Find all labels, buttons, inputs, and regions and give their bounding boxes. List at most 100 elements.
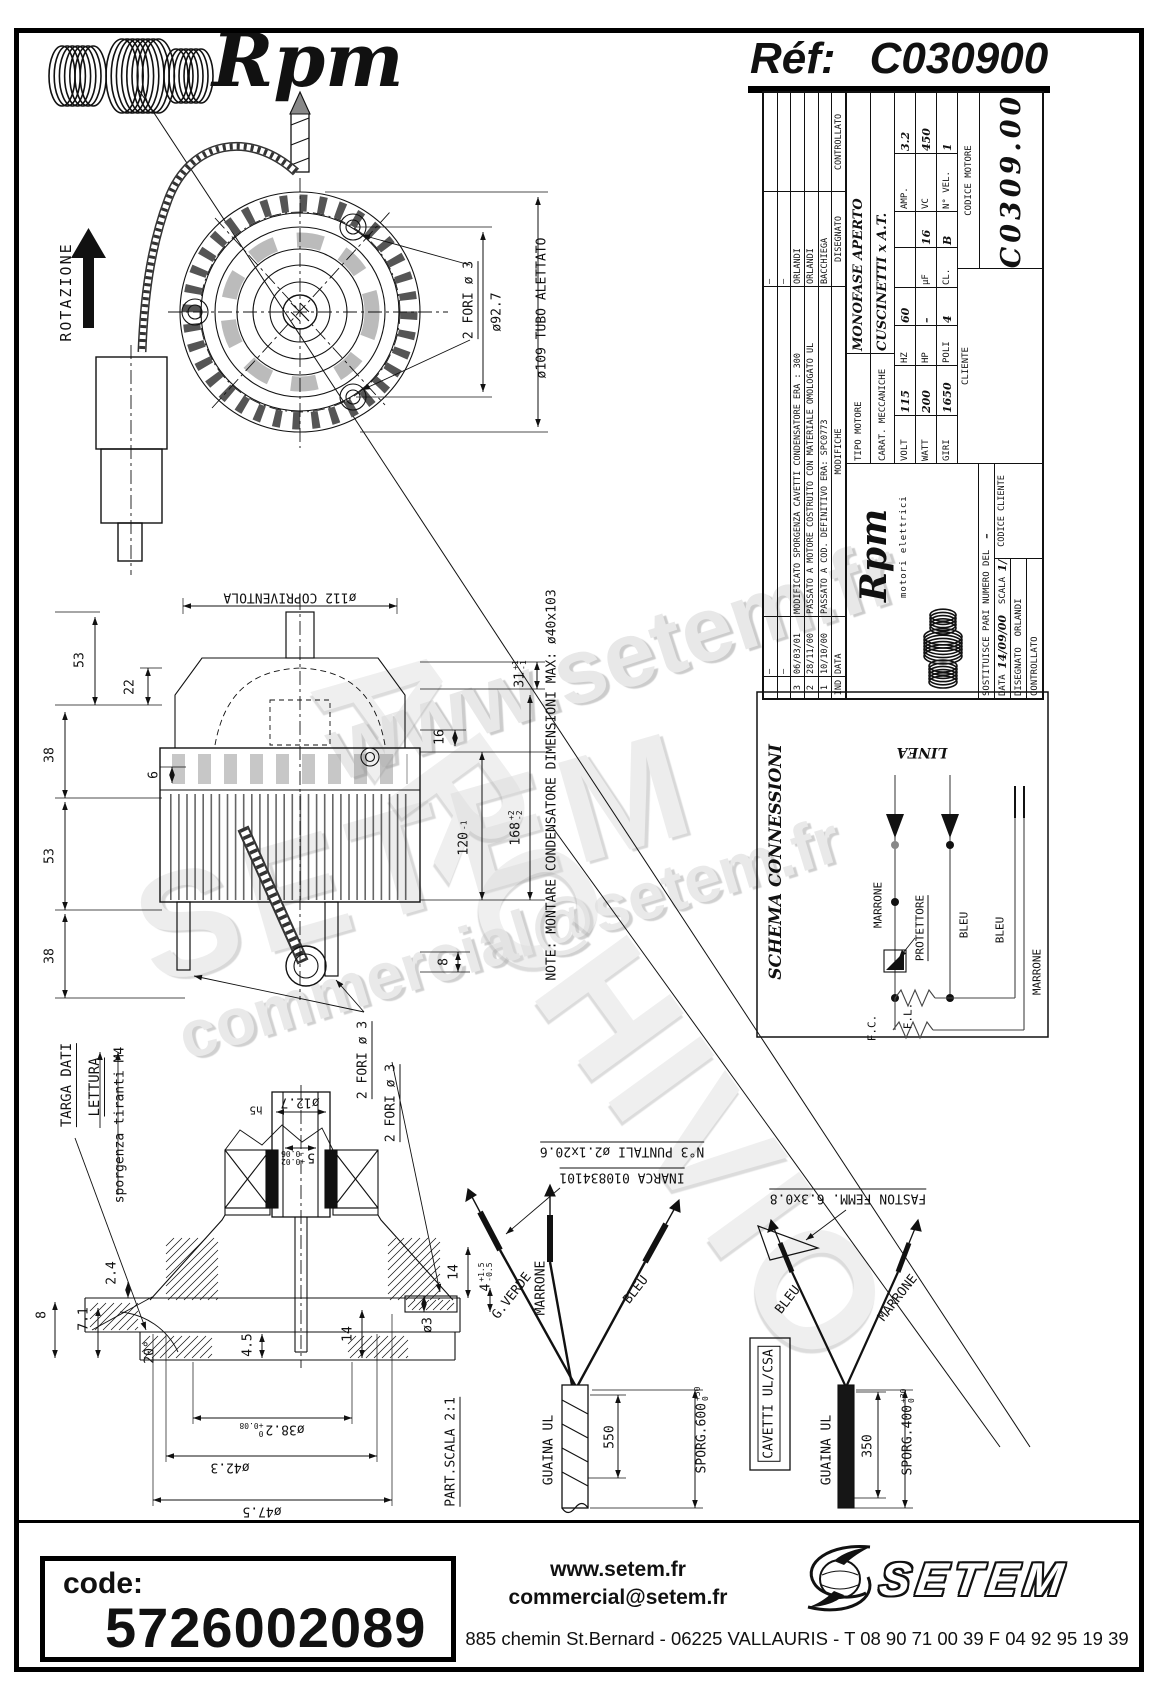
dim-d127-label: ø12.7 <box>280 1094 320 1110</box>
tipo-motore-value: MONOFASE APERTO <box>847 93 871 353</box>
part-scala-label: PART.SCALA 2:1 <box>443 1397 461 1507</box>
spec-value: 115 <box>895 365 916 415</box>
sporgenza-label: sporgenza tiranti M4 <box>112 1046 128 1204</box>
footer-site: www.setem.fr <box>550 1558 686 1581</box>
dim-24-label: 2.4 <box>104 1261 120 1285</box>
diagonal-line <box>136 86 1031 1448</box>
dim-53b-label: 53 <box>42 848 58 864</box>
spec-label: HP <box>916 325 937 365</box>
side-view-drawing <box>159 596 421 1000</box>
footer-divider <box>14 1520 1139 1523</box>
puntali-label: N°3 PUNTALI ø2.1x20.6 <box>539 1141 705 1159</box>
footer-email: commercial@setem.fr <box>508 1586 728 1609</box>
fori-side-label: 2 FORI ø 3 <box>355 1020 373 1100</box>
dim-6-label: 6 <box>146 771 162 779</box>
spec-value: 3.2 <box>895 93 916 153</box>
spec-value: 450 <box>916 93 937 153</box>
disegnato-row: DISEGNATO ORLANDI <box>1011 558 1027 698</box>
schema-title: SCHEMA CONNESSIONI <box>766 744 786 980</box>
codice-cliente-cell: CODICE CLIENTE <box>995 463 1042 558</box>
schema-fc-label: F.C. <box>865 1014 879 1042</box>
targa-dati-label: TARGA DATI <box>59 1042 77 1128</box>
spec-label <box>895 247 916 287</box>
title-block-main: Rpm motori elettrici SOSTITUISCE PARI NU… <box>847 93 1042 698</box>
dim-h5-label: h5 <box>249 1103 263 1117</box>
brand-script: Rpm <box>212 18 404 104</box>
rotation-arrow <box>71 228 106 328</box>
spec-label: VC <box>916 153 937 211</box>
schema-marrone-right: MARRONE <box>1030 948 1044 996</box>
dim-4-label: 4+1.5-0.5 <box>477 1262 494 1292</box>
spec-value: 60 <box>895 287 916 325</box>
schema-marrone-left: MARRONE <box>871 881 885 929</box>
shaft-arrow <box>289 90 311 115</box>
dim-d109-label: ø109 TUBO ALETTATO <box>534 237 550 379</box>
dim-copriventola-label: ø112 COPRIVENTOLA <box>223 589 357 605</box>
dim-550-label: 550 <box>602 1425 618 1449</box>
note-label: NOTE: MONTARE CONDENSATORE DIMENSIONI MA… <box>544 589 560 981</box>
spec-label: AMP. <box>895 153 916 211</box>
spec-label: VOLT <box>895 415 916 463</box>
code-label: code: <box>63 1567 144 1600</box>
sostituisce-row: SOSTITUISCE PARI NUMERO DEL – <box>979 463 995 698</box>
side-cable <box>237 825 309 965</box>
spec-label: WATT <box>916 415 937 463</box>
fl-resistor <box>894 988 936 1008</box>
wire-marrone-left-label: MARRONE <box>533 1260 549 1316</box>
spec-value: B <box>937 211 958 247</box>
codice-motore-value: C0309.00 <box>995 93 1027 268</box>
dim-475-label: ø47.5 <box>242 1503 282 1519</box>
code-value: 5726002089 <box>105 1596 427 1659</box>
code-box: code: 5726002089 <box>40 1556 456 1662</box>
flow-arrow <box>941 814 959 838</box>
ref-value: C030900 <box>869 34 1049 83</box>
dim-120-label: 120-1 <box>456 820 472 856</box>
spec-label: POLI <box>937 325 958 365</box>
front-view-drawing <box>71 90 448 575</box>
cavetti-label: CAVETTI UL/CSA <box>757 1346 781 1462</box>
fori-front-label: 2 FORI ø 3 <box>461 260 479 340</box>
spec-value: 1 <box>937 93 958 153</box>
guaina-left-label: GUAINA UL <box>541 1414 557 1486</box>
revision-row: – – <box>777 93 792 698</box>
spec-label: N° VEL. <box>937 153 958 211</box>
rotazione-label: ROTAZIONE <box>57 242 75 342</box>
dim-d92-label: ø92.7 <box>489 292 505 332</box>
tb-brand-subtitle: motori elettrici <box>899 495 909 598</box>
carat-label: CARAT. MECCANICHE <box>871 353 895 463</box>
diagonal-line <box>552 827 1001 1448</box>
footer-address: 885 chemin St.Bernard - 06225 VALLAURIS … <box>465 1628 1129 1649</box>
footer-contacts: www.setem.fr commercial@setem.fr <box>468 1556 768 1612</box>
dim-350-label: 350 <box>860 1434 876 1458</box>
faston-arrow <box>757 1224 821 1261</box>
tb-coil-icon <box>923 608 963 689</box>
schema-bleu-right: BLEU <box>993 916 1007 944</box>
carat-value: CUSCINETTI x A.T. <box>871 93 895 353</box>
detail-section-drawing <box>84 1085 461 1368</box>
tb-brand-script: Rpm <box>853 508 895 602</box>
capacitor-outline <box>95 356 168 562</box>
reference-block: Réf: C030900 <box>750 34 1050 84</box>
cavetti-box <box>749 1337 791 1471</box>
setem-swirl-icon <box>807 1544 872 1612</box>
title-block-logo: Rpm motori elettrici <box>847 463 979 698</box>
spec-label: HZ <box>895 325 916 365</box>
spec-value: – <box>916 287 937 325</box>
schema-connessioni-drawing <box>756 691 1049 1040</box>
dim-71-label: 7.1 <box>76 1307 92 1331</box>
ref-label: Réf: <box>750 34 836 83</box>
cliente-cell: CLIENTE <box>958 268 1042 463</box>
dim-31-label: 31+1-1 <box>511 660 528 688</box>
dim-8-detail-label: 8 <box>34 1311 50 1319</box>
dim-45-label: 4.5 <box>240 1333 256 1357</box>
linea-label: LINEA <box>896 744 948 760</box>
